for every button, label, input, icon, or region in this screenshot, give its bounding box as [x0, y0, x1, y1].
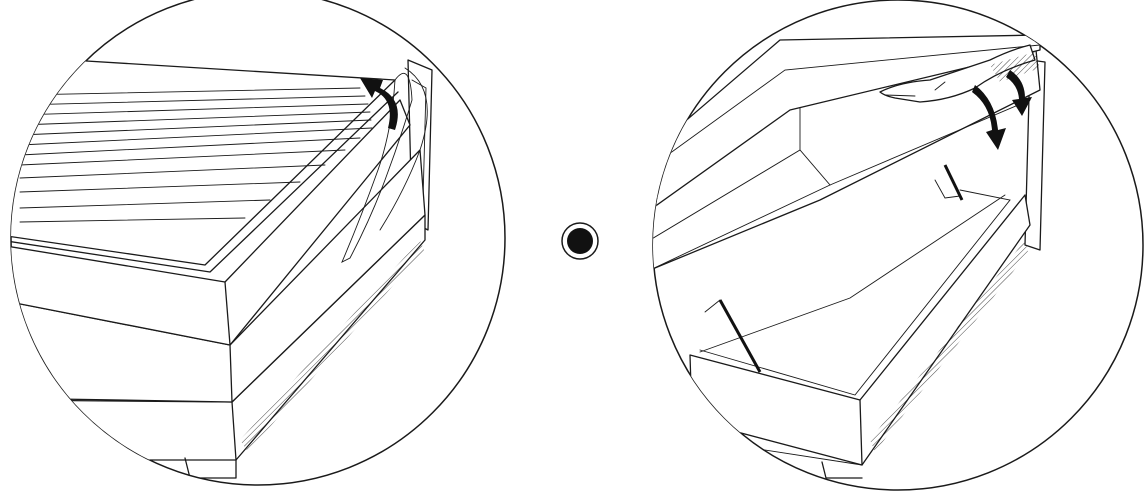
right-detail-panel: [640, 0, 1143, 490]
bullet-dot-icon: [562, 223, 598, 259]
left-detail-panel: [0, 0, 505, 485]
